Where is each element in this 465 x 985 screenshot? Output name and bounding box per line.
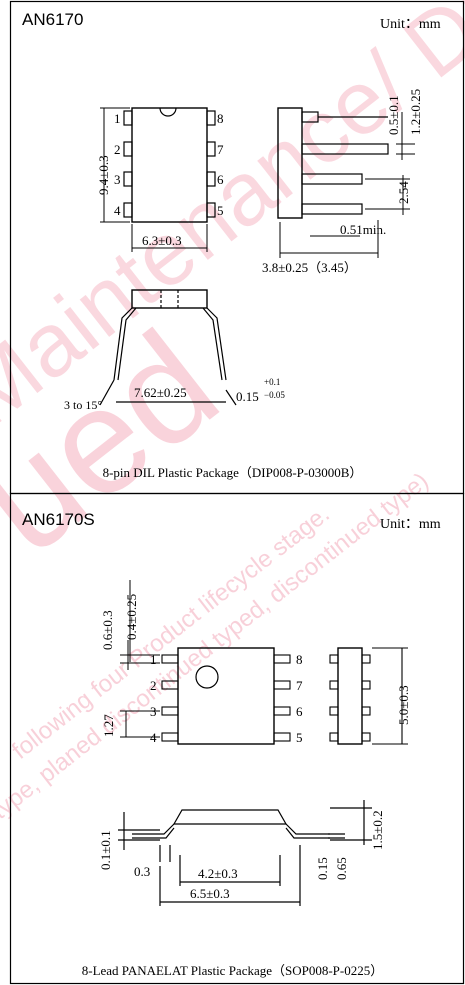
dip-body-top	[131, 107, 208, 223]
sop-pin-8: 8	[296, 652, 303, 667]
dip-pin-3: 3	[114, 172, 121, 187]
sop-side-body	[337, 647, 363, 745]
dip-end-body	[131, 289, 208, 309]
dip-seat-dim: 3.8±0.25（3.45）	[262, 260, 357, 275]
dip-min-dim: 0.51min.	[340, 222, 386, 237]
dip-pin-4: 4	[114, 203, 121, 218]
sop-standoff: 0.1±0.1	[98, 830, 113, 870]
sop-height: 1.5±0.2	[370, 810, 385, 850]
dip-pin-1: 1	[114, 111, 121, 126]
sop-pin-5: 5	[296, 730, 303, 745]
dip-pin-7: 7	[217, 142, 224, 157]
sop-body-width: 4.2±0.3	[198, 866, 238, 881]
sop-leads	[161, 654, 291, 742]
bottom-caption: 8-Lead PANAELAT Plastic Package（SOP008-P…	[81, 963, 384, 978]
dip-pin-8: 8	[217, 111, 224, 126]
dip-pin-2: 2	[114, 142, 121, 157]
dip-pin-5: 5	[217, 203, 224, 218]
dip-end-leads	[99, 290, 237, 406]
sop-thickness-2: 0.65	[334, 857, 349, 880]
dip-pitch: 2.54	[396, 181, 411, 204]
sop-pin1-dot	[195, 665, 219, 689]
sop-front	[118, 800, 372, 906]
sop-lead-width: 0.4±0.25	[124, 594, 139, 640]
sop-pin-7: 7	[296, 678, 303, 693]
sop-body-dim: 5.0±0.3	[396, 685, 411, 725]
sop-pin-6: 6	[296, 704, 303, 719]
dip-row-spacing: 7.62±0.25	[134, 385, 187, 400]
top-caption: 8-pin DIL Plastic Package（DIP008-P-03000…	[102, 465, 363, 480]
bottom-unit-label: Unit：mm	[380, 517, 441, 532]
dip-notch	[159, 107, 177, 117]
sop-pin-1: 1	[150, 652, 157, 667]
dip-left-pins	[123, 110, 216, 218]
sop-pin-2: 2	[150, 678, 157, 693]
dip-thick-minus: −0.05	[264, 390, 285, 400]
dip-drawing: 1 2 3 4 8 7 6 5 9.4±0.3 6.3±0.3	[64, 89, 423, 412]
dip-side-leads	[301, 111, 389, 215]
sop-lead-length: 0.6±0.3	[100, 610, 115, 650]
top-unit-label: Unit：mm	[380, 17, 441, 32]
dip-side-body	[277, 107, 303, 219]
sop-side-leads	[329, 647, 408, 745]
dip-height-dim: 9.4±0.3	[96, 155, 111, 195]
dip-thickness: 0.15	[236, 389, 259, 404]
sop-pitch: 1.27	[101, 714, 116, 737]
dip-width-dim: 6.3±0.3	[142, 233, 182, 248]
dip-lead-width-2: 1.2±0.25	[408, 89, 423, 135]
sop-thickness: 0.15	[315, 857, 330, 880]
dip-thick-plus: +0.1	[264, 377, 280, 387]
dip-angle: 3 to 15°	[64, 398, 102, 412]
sop-lead-end: 0.3	[134, 864, 150, 879]
bottom-part-number: AN6170S	[22, 510, 95, 529]
sop-body-top	[177, 647, 275, 745]
dip-pin-6: 6	[217, 172, 224, 187]
bottom-frame	[9, 492, 465, 985]
top-part-number: AN6170	[22, 10, 84, 29]
sop-overall-width: 6.5±0.3	[190, 886, 230, 901]
dip-lead-width: 0.5±0.1	[386, 95, 401, 135]
